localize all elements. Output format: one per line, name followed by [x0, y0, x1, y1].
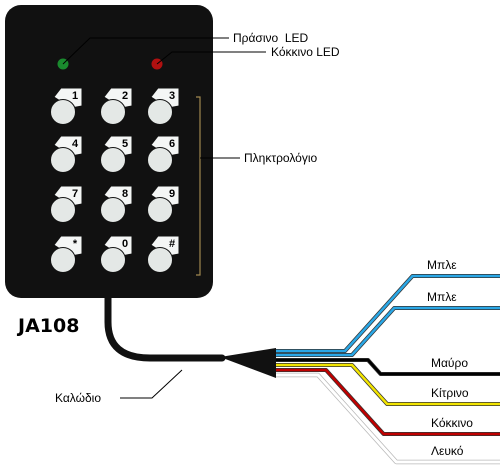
- keypad-bracket: [196, 96, 201, 276]
- wire-core: [276, 358, 500, 376]
- key-0: 0: [100, 235, 133, 273]
- key-label: 8: [122, 188, 128, 200]
- wire-5: Κόκκινο: [276, 368, 500, 436]
- cable: [104, 294, 226, 362]
- key-label: 1: [72, 90, 78, 102]
- cable-callout: [120, 369, 183, 399]
- wire-2: Μπλε: [276, 290, 500, 357]
- key-button: [100, 247, 126, 273]
- wire-core: [276, 373, 500, 464]
- key-2: 2: [100, 87, 133, 125]
- key-button: [50, 197, 76, 223]
- key-5: 5: [100, 135, 133, 173]
- wire-6: Λευκό: [276, 372, 500, 465]
- key-button: [147, 147, 173, 173]
- cable-connector: [220, 348, 276, 378]
- key-label: 6: [169, 138, 175, 150]
- keypad-keys: 1 2 3 4 5 6 7 8 9 * 0 #: [50, 87, 180, 273]
- key-label: 2: [122, 90, 128, 102]
- key-label: 9: [169, 188, 175, 200]
- wire-core: [276, 363, 500, 406]
- key-label: #: [169, 238, 175, 250]
- wire-label: Λευκό: [431, 444, 464, 458]
- cable-label: Καλώδιο: [55, 391, 101, 405]
- key-label: 5: [122, 138, 128, 150]
- wire-core: [276, 306, 500, 357]
- key-button: [147, 247, 173, 273]
- wire-core: [276, 274, 500, 353]
- key-label: 0: [122, 238, 128, 250]
- key-label: 7: [72, 188, 78, 200]
- key-label: *: [73, 238, 78, 250]
- key-label: 3: [169, 90, 175, 102]
- key-button: [50, 99, 76, 125]
- key-3: 3: [147, 87, 180, 125]
- key-7: 7: [50, 185, 83, 223]
- key-button: [100, 197, 126, 223]
- key-star: *: [50, 235, 83, 273]
- key-8: 8: [100, 185, 133, 223]
- red-led-label: Κόκκινο LED: [271, 45, 340, 59]
- wire-core: [276, 368, 500, 436]
- key-button: [50, 247, 76, 273]
- key-label: 4: [72, 138, 79, 150]
- wire-1: Μπλε: [276, 258, 500, 353]
- key-hash: #: [147, 235, 180, 273]
- key-1: 1: [50, 87, 83, 125]
- wire-label: Κόκκινο: [431, 416, 473, 430]
- green-led-callout: [62, 37, 229, 65]
- wire-label: Κίτρινο: [431, 386, 469, 400]
- wire-4: Κίτρινο: [276, 363, 500, 406]
- key-9: 9: [147, 185, 180, 223]
- model-label: JA108: [16, 315, 79, 337]
- key-6: 6: [147, 135, 180, 173]
- wire-label: Μαύρο: [431, 356, 468, 370]
- wire-label: Μπλε: [427, 290, 457, 304]
- wire-label: Μπλε: [427, 258, 457, 272]
- key-4: 4: [50, 135, 83, 173]
- key-button: [100, 147, 126, 173]
- keypad-label: Πληκτρολόγιο: [244, 151, 318, 165]
- key-button: [147, 99, 173, 125]
- wire-3: Μαύρο: [276, 356, 500, 376]
- green-led-label: Πράσινο LED: [233, 31, 309, 45]
- key-button: [50, 147, 76, 173]
- key-button: [147, 197, 173, 223]
- red-led-callout: [156, 51, 266, 65]
- key-button: [100, 99, 126, 125]
